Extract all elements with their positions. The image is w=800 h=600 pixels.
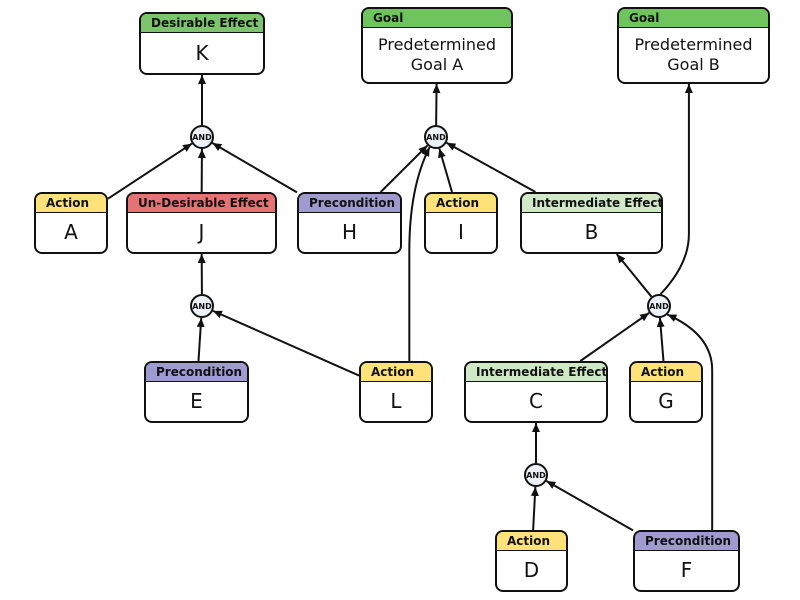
and-gate[interactable]: AND — [190, 294, 214, 318]
edge-i-to-and2 — [438, 148, 453, 193]
node-g-label: G — [658, 389, 674, 414]
and-gate[interactable]: AND — [424, 125, 448, 149]
node-f-label: F — [680, 558, 693, 583]
node-a-type: Action — [36, 194, 106, 213]
and-gate[interactable]: AND — [647, 294, 671, 318]
node-goal-b[interactable]: Goal Predetermined Goal B — [617, 7, 770, 84]
node-goal-a-label: Predetermined Goal A — [377, 34, 497, 74]
edge-c-to-and4 — [579, 312, 650, 362]
node-k-label: K — [195, 40, 209, 65]
node-e-label: E — [190, 389, 203, 414]
node-goal-a-type: Goal — [363, 9, 511, 28]
edge-h-to-and2 — [379, 144, 429, 193]
node-f-type: Precondition — [635, 532, 738, 551]
edge-g-to-and4 — [656, 317, 665, 362]
edge-f-to-and5 — [545, 480, 634, 532]
node-h-type: Precondition — [299, 194, 400, 213]
node-f-precondition[interactable]: Precondition F — [633, 530, 740, 592]
edge-h-to-and1 — [211, 142, 298, 194]
node-a-label: A — [64, 220, 78, 245]
node-b-label: B — [584, 220, 599, 245]
node-i-label: I — [458, 220, 464, 245]
edge-l-to-and2 — [408, 146, 431, 361]
node-a-action[interactable]: Action A — [34, 192, 108, 254]
node-goal-b-type: Goal — [619, 9, 768, 28]
node-c-intermediate-effect[interactable]: Intermediate Effect C — [464, 361, 608, 423]
node-goal-a[interactable]: Goal Predetermined Goal A — [361, 7, 513, 84]
node-k-desirable-effect[interactable]: Desirable Effect K — [139, 12, 265, 75]
node-g-action[interactable]: Action G — [629, 361, 703, 423]
edge-a-to-and1 — [107, 142, 193, 200]
edge-e-to-and3 — [196, 317, 205, 362]
node-l-type: Action — [361, 363, 431, 382]
node-j-label: J — [198, 220, 205, 245]
edge-and4-to-b — [615, 253, 653, 298]
node-b-intermediate-effect[interactable]: Intermediate Effect B — [520, 192, 663, 254]
node-l-label: L — [390, 389, 402, 414]
and-gate[interactable]: AND — [524, 463, 548, 487]
edge-and4-to-gb — [659, 84, 693, 295]
node-d-label: D — [523, 558, 540, 583]
edge-d-to-and5 — [530, 486, 539, 531]
node-e-precondition[interactable]: Precondition E — [144, 361, 249, 423]
node-c-label: C — [529, 389, 543, 414]
node-i-action[interactable]: Action I — [424, 192, 498, 254]
node-d-action[interactable]: Action D — [495, 530, 568, 592]
and-gate[interactable]: AND — [190, 125, 214, 149]
node-c-type: Intermediate Effect — [466, 363, 606, 382]
node-b-type: Intermediate Effect — [522, 194, 661, 213]
node-j-undesirable-effect[interactable]: Un-Desirable Effect J — [126, 192, 277, 254]
edge-b-to-and2 — [446, 141, 536, 193]
node-goal-b-label: Predetermined Goal B — [634, 34, 753, 74]
edge-l-to-and3 — [212, 309, 360, 377]
node-g-type: Action — [631, 363, 701, 382]
edge-f-to-and4 — [667, 313, 714, 530]
node-k-type: Desirable Effect — [141, 14, 263, 33]
node-l-action[interactable]: Action L — [359, 361, 433, 423]
node-e-type: Precondition — [146, 363, 247, 382]
node-h-label: H — [341, 220, 358, 245]
node-d-type: Action — [497, 532, 566, 551]
node-i-type: Action — [426, 194, 496, 213]
node-h-precondition[interactable]: Precondition H — [297, 192, 402, 254]
node-j-type: Un-Desirable Effect — [128, 194, 275, 213]
